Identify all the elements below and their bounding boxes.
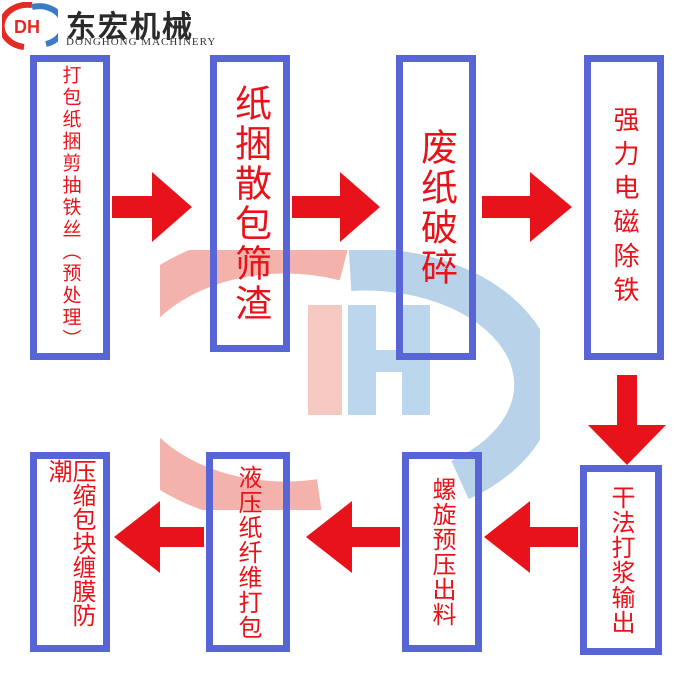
step-box-2: 纸捆散包筛渣 xyxy=(210,55,290,352)
step-box-1: 打包纸捆剪抽铁丝（预处理） xyxy=(30,55,110,360)
step-box-4: 强力电磁除铁 xyxy=(584,55,664,360)
step-label-5: 干法打浆输出 xyxy=(607,485,635,635)
step-label-4: 强力电磁除铁 xyxy=(609,105,639,310)
step-label-2: 纸捆散包筛渣 xyxy=(228,83,272,324)
brand-logo: DH xyxy=(0,1,67,50)
brand-name: 东宏机械 xyxy=(66,10,194,45)
step-label-3: 废纸破碎 xyxy=(414,127,458,288)
arrow-left-7 xyxy=(114,501,204,573)
step-label-7: 液压纸纤维打包 xyxy=(234,464,262,640)
step-box-3: 废纸破碎 xyxy=(396,55,476,360)
step-label-1: 打包纸捆剪抽铁丝（预处理） xyxy=(59,64,82,351)
step-box-7: 液压纸纤维打包 xyxy=(206,452,290,652)
dh-logo-icon: DH xyxy=(0,1,67,50)
step-label-6: 螺旋预压出料 xyxy=(428,477,456,627)
svg-text:DH: DH xyxy=(14,17,40,37)
arrow-right-1 xyxy=(112,172,192,242)
step-box-6: 螺旋预压出料 xyxy=(402,452,482,652)
watermark-logo xyxy=(160,250,540,510)
step-box-5: 干法打浆输出 xyxy=(580,465,662,655)
arrow-left-5 xyxy=(484,501,578,573)
arrow-right-2 xyxy=(292,172,380,242)
step-label-8: 压缩包块缠膜防潮 xyxy=(44,459,96,627)
step-box-8: 压缩包块缠膜防潮 xyxy=(30,452,110,652)
arrow-left-6 xyxy=(306,501,400,573)
brand-subtitle: DONGHONG MACHINERY xyxy=(66,36,217,48)
arrow-down-4 xyxy=(588,375,666,465)
arrow-right-3 xyxy=(482,172,572,242)
